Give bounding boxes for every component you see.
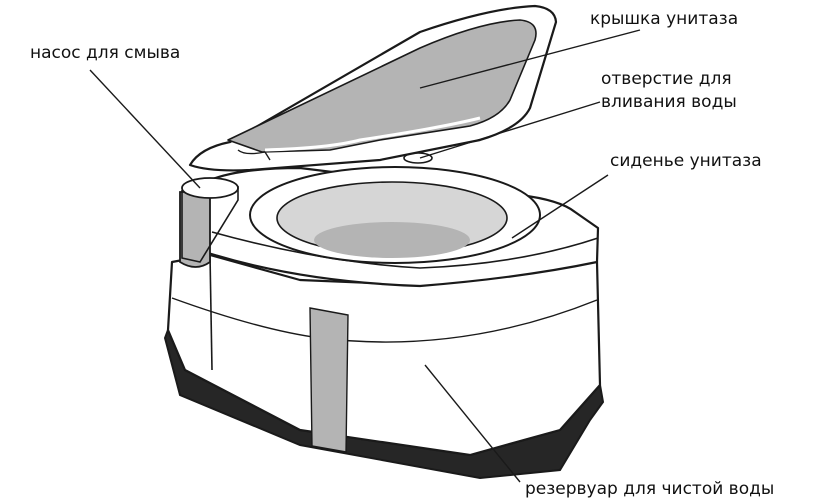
seat-block-front-edge bbox=[211, 231, 599, 269]
leader-inlet bbox=[419, 101, 601, 159]
tank-body bbox=[166, 238, 602, 457]
lid-hinge bbox=[237, 149, 271, 161]
flush-pump-body bbox=[181, 186, 239, 263]
label-water-inlet-line1: отверстие для bbox=[601, 69, 732, 89]
lid-inner-highlight bbox=[264, 116, 481, 152]
label-flush-pump: насос для смыва bbox=[30, 43, 181, 63]
tank-side-edge bbox=[209, 254, 213, 371]
label-water-inlet-line2: вливания воды bbox=[601, 92, 737, 112]
label-seat: сиденье унитаза bbox=[610, 151, 762, 171]
label-clean-water-tank: резервуар для чистой воды bbox=[525, 479, 775, 499]
leader-pump bbox=[89, 69, 201, 189]
label-water-inlet: отверстие для вливания воды bbox=[601, 68, 737, 114]
leader-lid bbox=[419, 29, 641, 89]
lid-inner-panel bbox=[227, 19, 537, 153]
flush-pump bbox=[179, 191, 211, 268]
leader-tank bbox=[424, 364, 521, 483]
label-lid: крышка унитаза bbox=[590, 9, 739, 29]
leader-seat bbox=[511, 174, 609, 239]
flush-pump-top bbox=[181, 177, 239, 199]
bowl-opening bbox=[314, 222, 470, 258]
tank-window-stripe bbox=[309, 307, 349, 453]
